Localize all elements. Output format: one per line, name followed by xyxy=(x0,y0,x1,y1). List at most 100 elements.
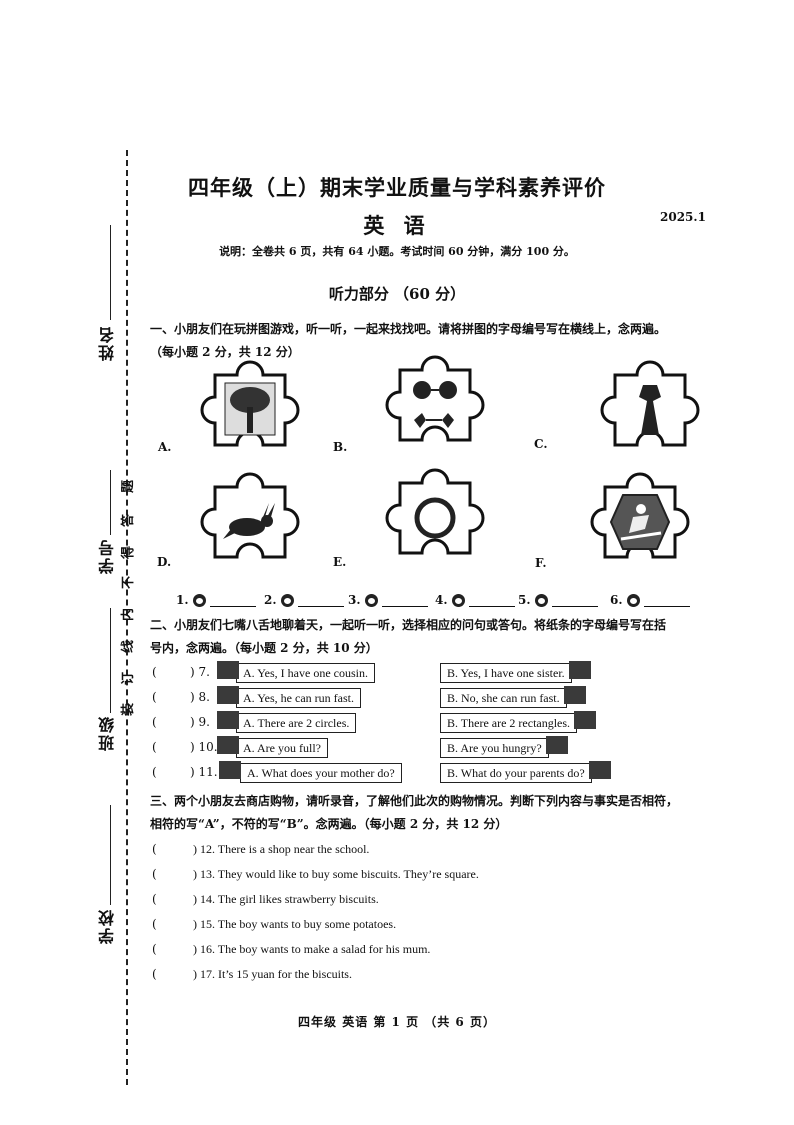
answer-paren[interactable]: ( xyxy=(152,740,157,754)
name-label: 姓名 xyxy=(98,325,117,361)
tree-icon xyxy=(195,355,305,465)
answer-paren[interactable]: ( xyxy=(152,867,157,881)
option-b[interactable]: B. No, she can run fast. xyxy=(440,686,586,708)
answer-paren[interactable]: ( xyxy=(152,842,157,856)
question-number: ) 10. xyxy=(190,740,218,754)
seal-notice-char: 题 xyxy=(121,479,137,494)
answer-blank-5[interactable]: 5. xyxy=(518,593,598,607)
child-face-icon xyxy=(534,594,548,607)
option-b[interactable]: B. Are you hungry? xyxy=(440,736,568,758)
option-text: B. Are you hungry? xyxy=(447,741,542,755)
strip-shadow xyxy=(545,736,568,754)
answer-number: 2. xyxy=(264,593,277,607)
section2-title: 二、小朋友们七嘴八舌地聊着天，一起听一听，选择相应的问句或答句。将纸条的字母编号… xyxy=(150,618,667,655)
option-text: B. No, she can run fast. xyxy=(447,691,560,705)
answer-line[interactable] xyxy=(209,594,256,607)
strip-shadow xyxy=(217,686,239,704)
section3-title: 三、两个小朋友去商店购物，请听录音，了解他们此次的购物情况。判断下列内容与事实是… xyxy=(150,794,679,831)
answer-paren[interactable]: ( xyxy=(152,690,157,704)
statement: ) 16. The boy wants to make a salad for … xyxy=(193,942,431,956)
class-blank xyxy=(110,608,111,713)
answer-blank-6[interactable]: 6. xyxy=(610,593,690,607)
question-number: ) 9. xyxy=(190,715,210,729)
answer-number: 6. xyxy=(610,593,623,607)
picture-letter: E. xyxy=(333,555,347,569)
ring-icon xyxy=(380,463,490,573)
strip-shadow xyxy=(563,686,586,704)
rabbit-icon xyxy=(195,467,305,577)
question-number: ) 8. xyxy=(190,690,210,704)
option-a[interactable]: A. What does your mother do? xyxy=(219,761,402,783)
option-a[interactable]: A. There are 2 circles. xyxy=(217,711,357,733)
option-text: A. There are 2 circles. xyxy=(243,716,350,730)
statement: ) 15. The boy wants to buy some potatoes… xyxy=(193,917,397,931)
seal-notice-char: 答 xyxy=(121,513,137,528)
answer-blank-3[interactable]: 3. xyxy=(348,593,428,607)
strip-shadow xyxy=(568,661,591,679)
child-face-icon xyxy=(192,594,206,607)
skier-icon xyxy=(585,467,695,577)
strip-shadow xyxy=(217,736,239,754)
statement: ) 13. They would like to buy some biscui… xyxy=(193,867,479,881)
answer-paren[interactable]: ( xyxy=(152,715,157,729)
option-b[interactable]: B. What do your parents do? xyxy=(440,761,611,783)
option-text: B. What do your parents do? xyxy=(447,766,585,780)
child-face-icon xyxy=(451,594,465,607)
answer-line[interactable] xyxy=(468,594,515,607)
answer-paren[interactable]: ( xyxy=(152,917,157,931)
answer-blank-2[interactable]: 2. xyxy=(264,593,344,607)
seal-line-char: 线 xyxy=(121,639,137,654)
page-title: 四年级（上）期末学业质量与学科素养评价 xyxy=(188,175,606,200)
answer-line[interactable] xyxy=(551,594,598,607)
child-face-icon xyxy=(626,594,640,607)
option-a[interactable]: A. Are you full? xyxy=(217,736,328,758)
option-text: B. There are 2 rectangles. xyxy=(447,716,571,730)
binding-dashed-line xyxy=(126,150,128,1085)
option-text: A. Yes, I have one cousin. xyxy=(243,666,368,680)
school-label: 学校 xyxy=(98,908,117,944)
answer-paren[interactable]: ( xyxy=(152,942,157,956)
seal-notice-char: 得 xyxy=(121,545,137,560)
option-text: A. Are you full? xyxy=(243,741,321,755)
name-blank xyxy=(110,225,111,320)
picture-letter: A. xyxy=(158,440,172,454)
option-b[interactable]: B. Yes, I have one sister. xyxy=(440,661,591,683)
answer-number: 5. xyxy=(518,593,531,607)
part-title: 听力部分 （60 分） xyxy=(328,285,466,303)
strip-shadow xyxy=(217,711,239,729)
option-b[interactable]: B. There are 2 rectangles. xyxy=(440,711,597,733)
sunglasses-icon xyxy=(380,350,490,460)
picture-letter: F. xyxy=(535,556,547,570)
child-face-icon xyxy=(280,594,294,607)
answer-line[interactable] xyxy=(381,594,428,607)
seal-line-char: 装 xyxy=(121,702,137,717)
answer-paren[interactable]: ( xyxy=(152,765,157,779)
question-number: ) 7. xyxy=(190,665,210,679)
answer-paren[interactable]: ( xyxy=(152,892,157,906)
answer-number: 1. xyxy=(176,593,189,607)
school-blank xyxy=(110,805,111,905)
answer-line[interactable] xyxy=(643,594,690,607)
answer-line[interactable] xyxy=(297,594,344,607)
answer-paren[interactable]: ( xyxy=(152,665,157,679)
strip-shadow xyxy=(219,761,241,779)
picture-letter: C. xyxy=(534,437,548,451)
answer-blank-1[interactable]: 1. xyxy=(176,593,256,607)
strip-shadow xyxy=(217,661,239,679)
option-text: A. What does your mother do? xyxy=(247,766,395,780)
exam-date: 2025.1 xyxy=(660,210,706,224)
subject-title: 英 语 xyxy=(363,213,431,238)
option-a[interactable]: A. Yes, I have one cousin. xyxy=(217,661,375,683)
statement: ) 14. The girl likes strawberry biscuits… xyxy=(193,892,379,906)
question-number: ) 11. xyxy=(190,765,218,779)
option-a[interactable]: A. Yes, he can run fast. xyxy=(217,686,361,708)
option-text: B. Yes, I have one sister. xyxy=(447,666,565,680)
class-label: 班级 xyxy=(98,715,117,751)
picture-letter: B. xyxy=(333,440,348,454)
seal-line-char: 内 xyxy=(121,607,137,622)
answer-blank-4[interactable]: 4. xyxy=(435,593,515,607)
answer-paren[interactable]: ( xyxy=(152,967,157,981)
section1-title: 一、小朋友们在玩拼图游戏，听一听，一起来找找吧。请将拼图的字母编号写在横线上，念… xyxy=(150,322,667,359)
answer-number: 4. xyxy=(435,593,448,607)
seal-notice-char: 不 xyxy=(121,575,137,590)
